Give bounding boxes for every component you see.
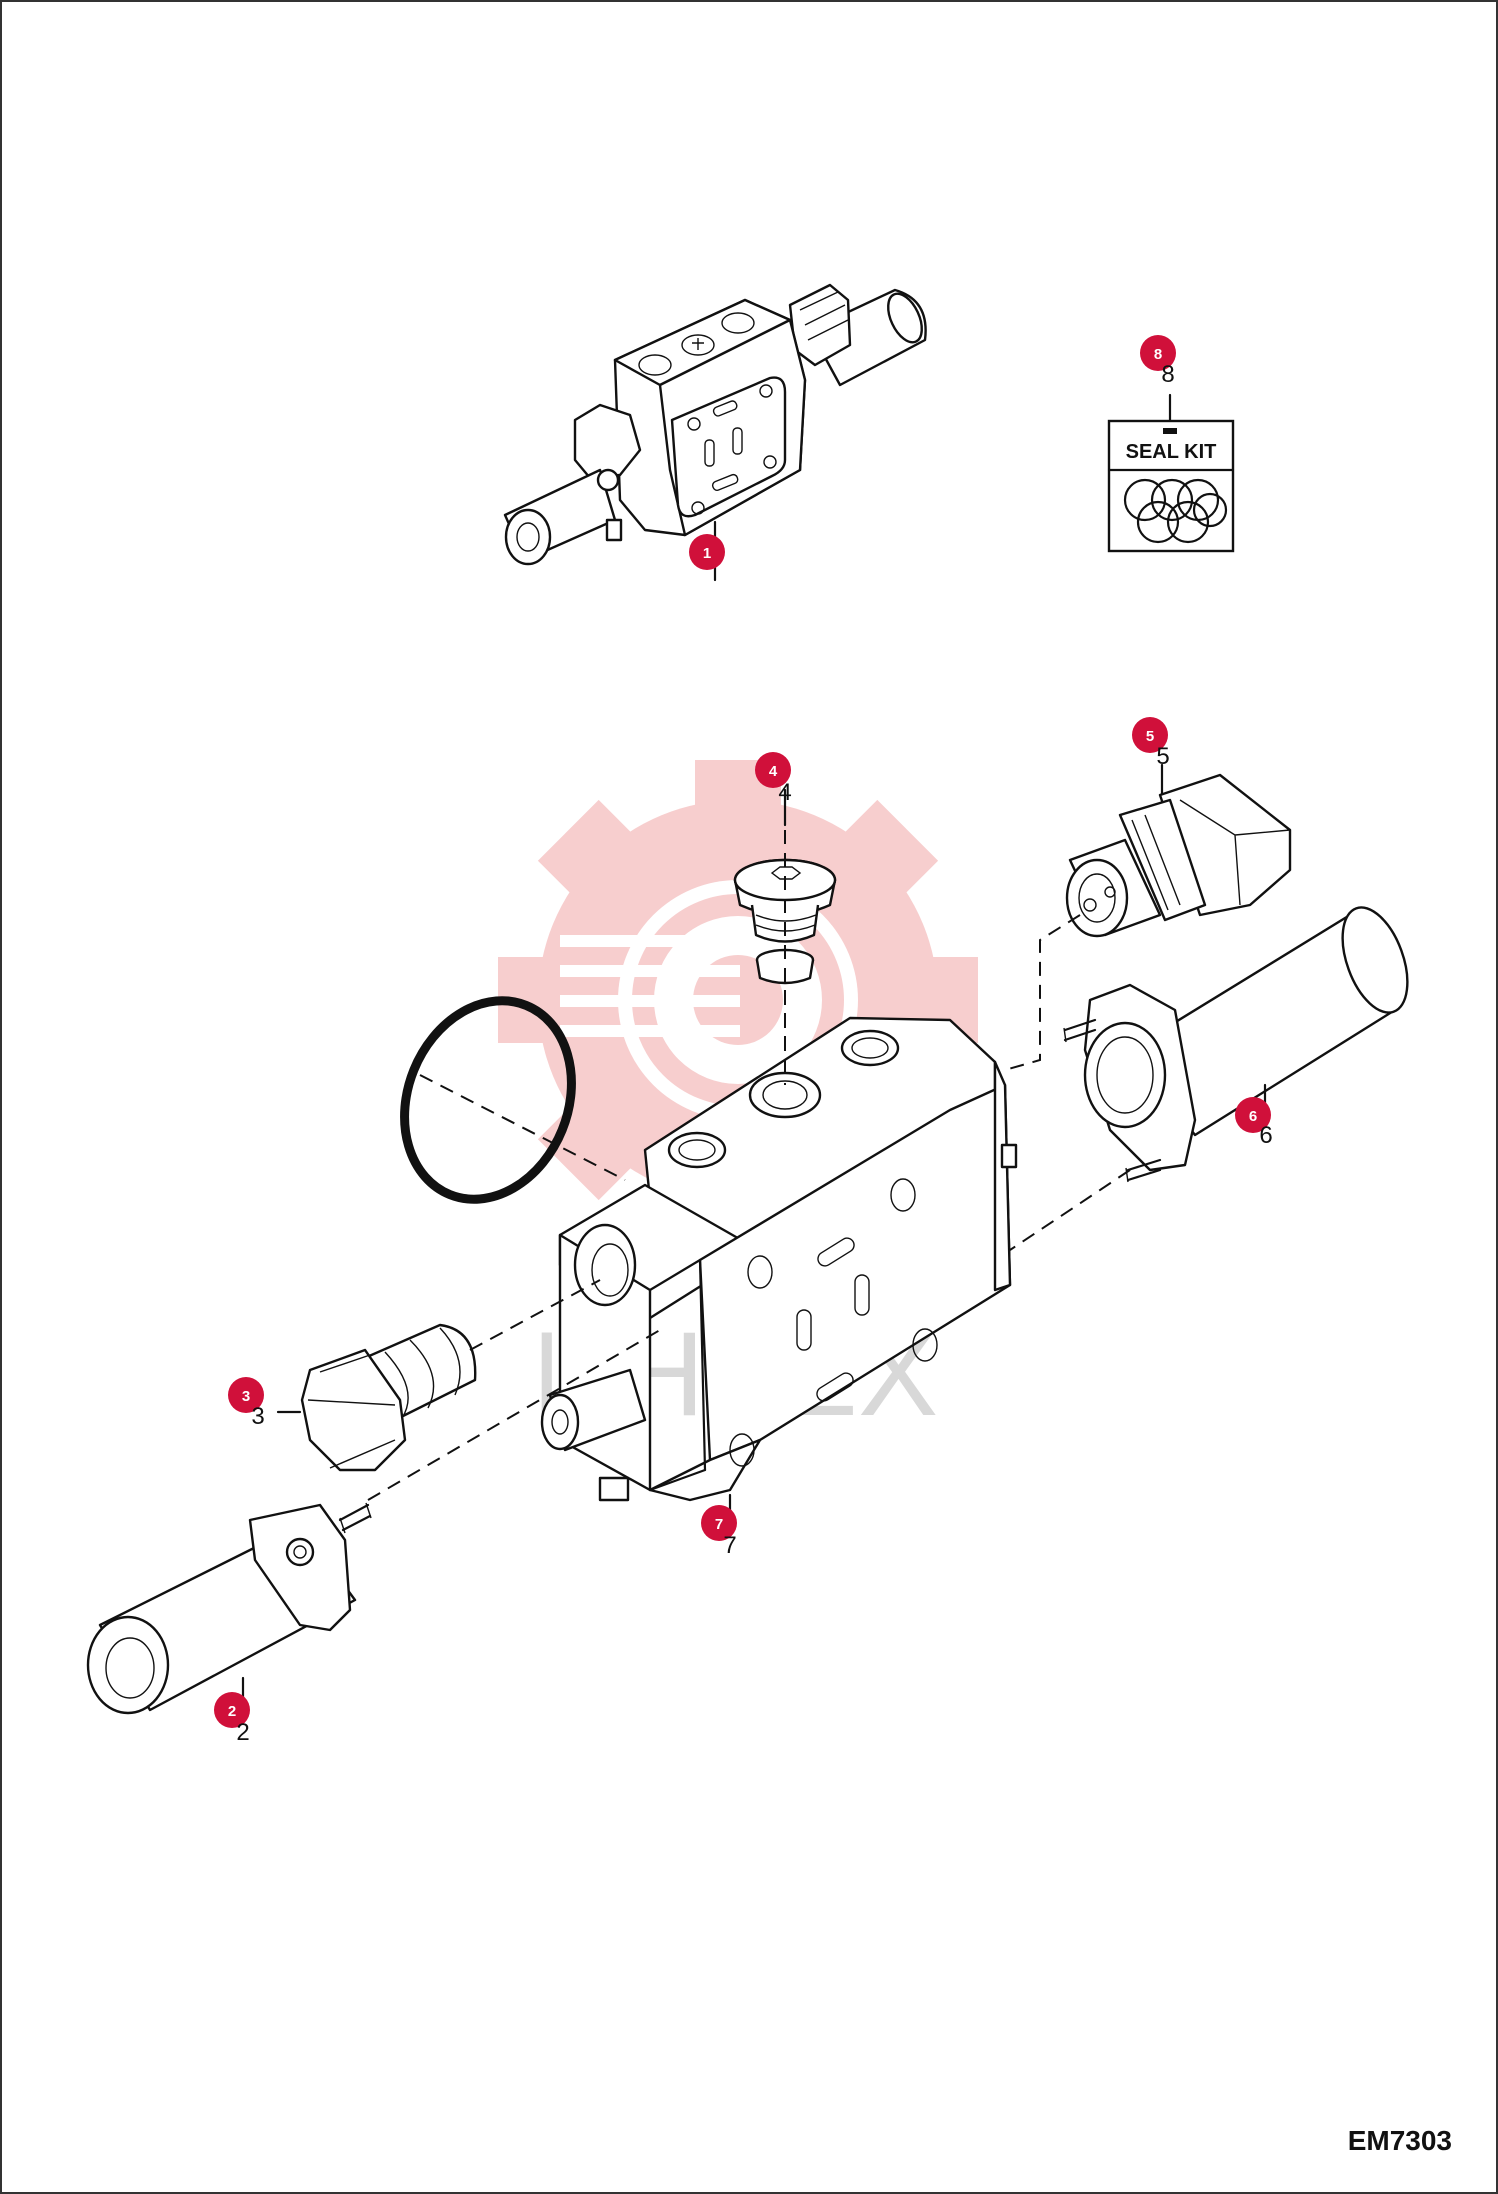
svg-text:2: 2 — [228, 1703, 236, 1720]
callout-1[interactable]: 1 — [689, 534, 725, 570]
seal-kit-o-rings — [1123, 478, 1228, 544]
callout-3-stub: 3 — [251, 1403, 264, 1430]
part-1-valve-assembly — [503, 283, 927, 566]
callout-6-stub: 6 — [1259, 1122, 1272, 1149]
callout-7[interactable]: 7 7 — [701, 1505, 737, 1559]
svg-text:1: 1 — [703, 545, 711, 562]
svg-text:6: 6 — [1249, 1108, 1257, 1125]
callout-4-stub: 4 — [778, 779, 791, 806]
part-8-seal-kit: SEAL KIT — [1107, 393, 1235, 553]
callout-5-stub: 5 — [1156, 743, 1169, 770]
diagram-code: EM7303 — [1348, 2125, 1452, 2156]
callout-8-stub: 8 — [1161, 361, 1174, 388]
svg-text:7: 7 — [715, 1516, 723, 1533]
svg-text:5: 5 — [1146, 728, 1154, 745]
callout-5[interactable]: 5 5 — [1132, 717, 1170, 770]
callout-2-stub: 2 — [236, 1719, 249, 1746]
callout-4[interactable]: 4 4 — [755, 752, 792, 806]
seal-kit-label: SEAL KIT — [1126, 441, 1217, 463]
svg-text:8: 8 — [1154, 346, 1162, 363]
part-6-cylinder-cover — [1063, 906, 1409, 1183]
o-ring — [400, 996, 576, 1204]
part-3-plug — [276, 1323, 477, 1472]
callout-2[interactable]: 2 2 — [214, 1692, 250, 1746]
callout-6[interactable]: 6 6 — [1235, 1097, 1273, 1149]
assembly-lines — [367, 830, 1131, 1501]
svg-text:3: 3 — [242, 1388, 250, 1405]
callout-3[interactable]: 3 3 — [228, 1377, 265, 1430]
callout-7-stub: 7 — [723, 1532, 736, 1559]
part-5-cartridge — [1065, 763, 1292, 938]
part-2-solenoid — [86, 1502, 372, 1715]
svg-text:4: 4 — [769, 763, 778, 780]
callout-8[interactable]: 8 8 — [1140, 335, 1176, 388]
